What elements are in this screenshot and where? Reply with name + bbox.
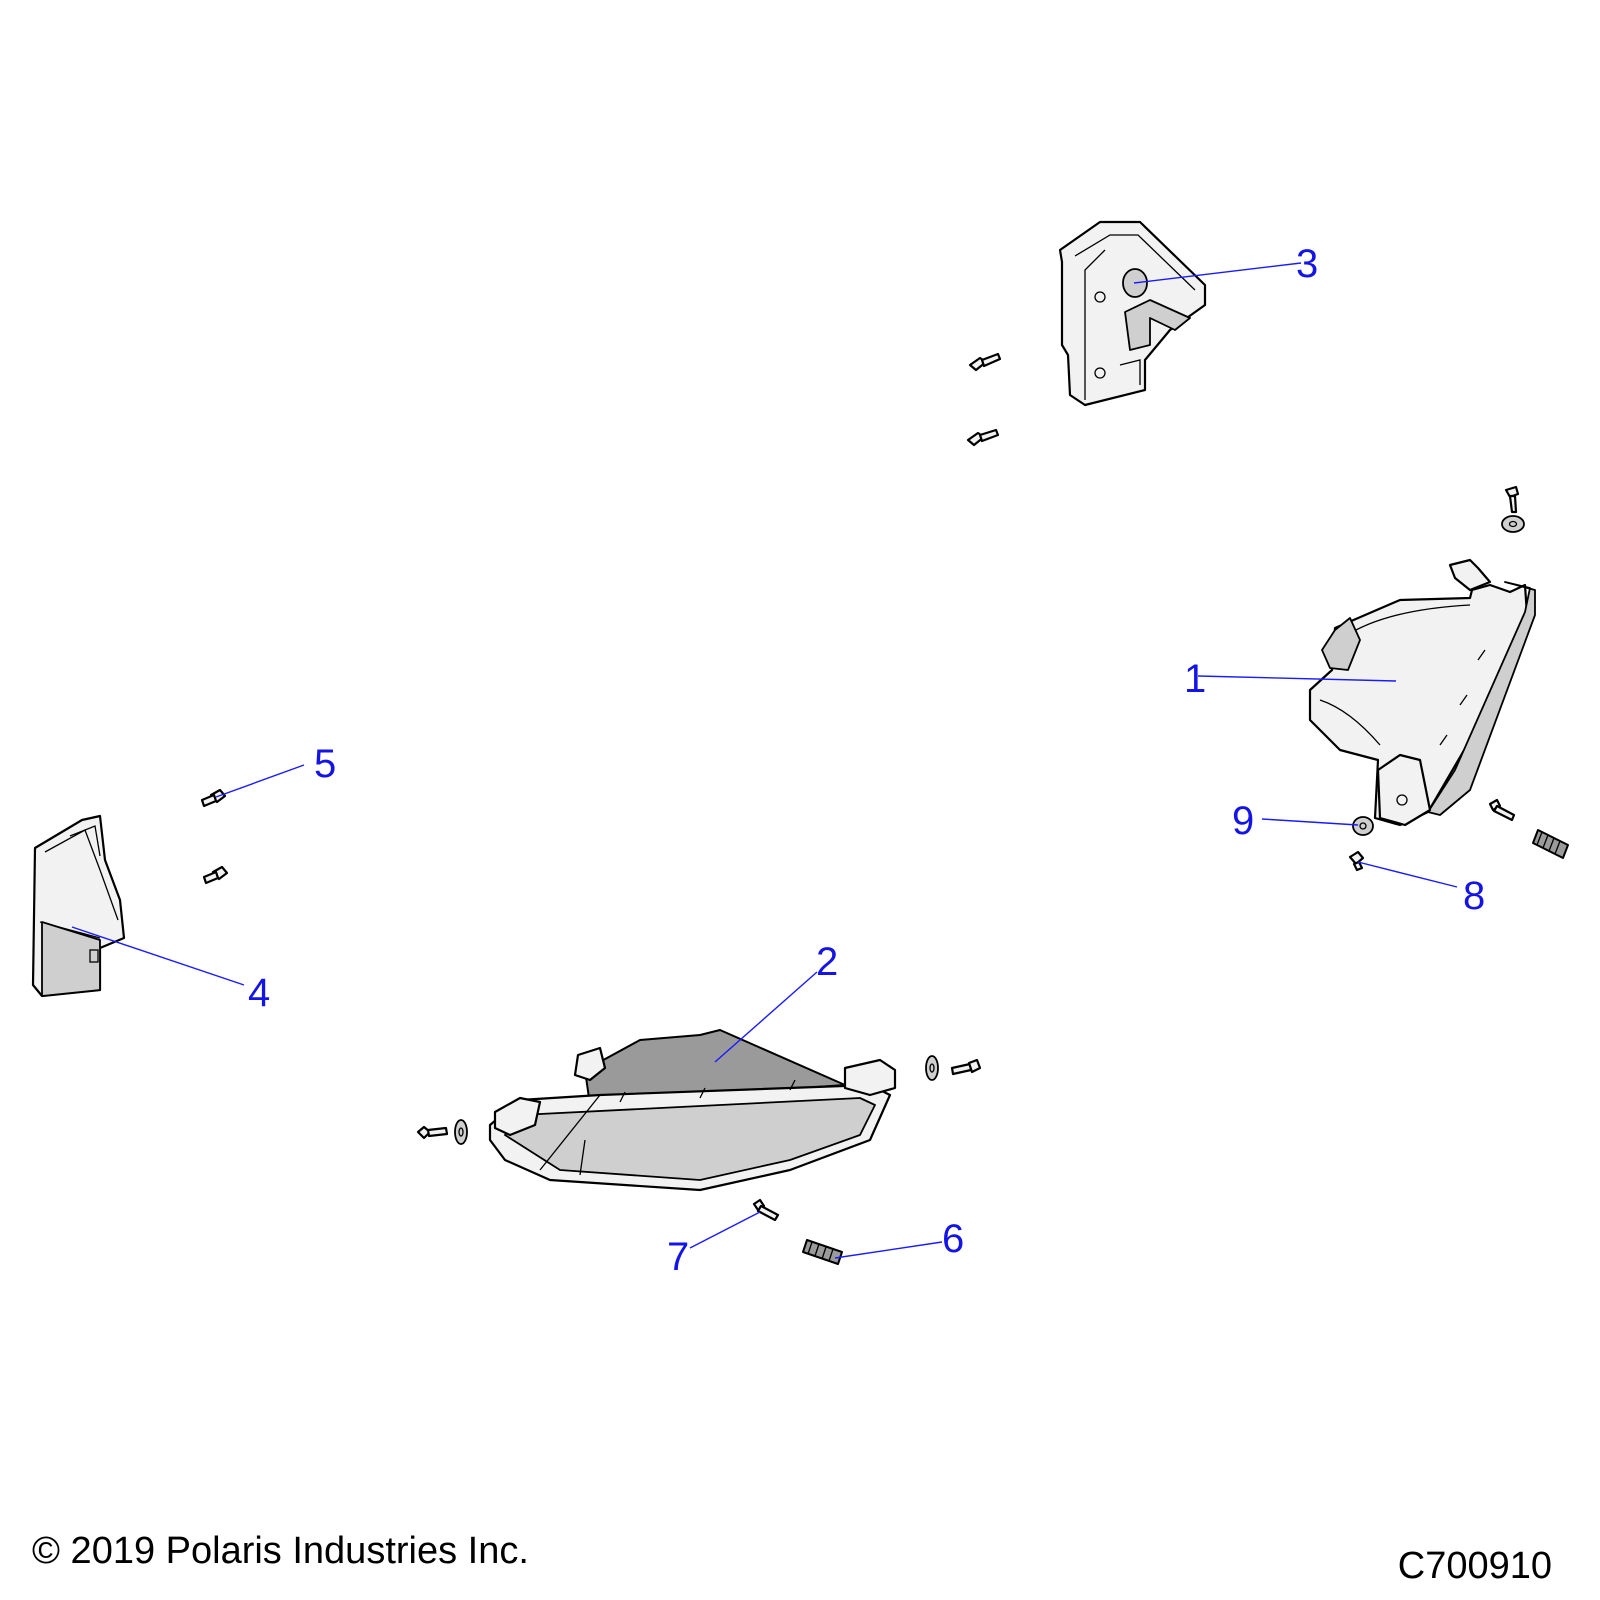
- housing-bracket-left: [31, 814, 126, 998]
- drawing-number: C700910: [1397, 1545, 1552, 1587]
- leader-8: [1357, 861, 1458, 888]
- adjuster-screw: [752, 1198, 780, 1222]
- headlight-assembly-center: [488, 1029, 897, 1192]
- washer-center-right: [925, 1055, 939, 1081]
- callout-3: 3: [1296, 242, 1318, 286]
- screw-center-right: [950, 1058, 982, 1076]
- washer-right-top: [1501, 515, 1525, 533]
- washer-center-left: [454, 1119, 468, 1145]
- screw-top-1: [968, 352, 1002, 372]
- screw-small: [1348, 850, 1365, 872]
- leader-4: [71, 926, 245, 986]
- screw-top-2: [966, 428, 1000, 447]
- leader-2: [714, 971, 818, 1063]
- leader-3: [1133, 262, 1302, 284]
- leader-lines: [71, 262, 1458, 1259]
- callout-5: 5: [314, 742, 336, 786]
- callout-numbers: 1 2 3 4 5 6 7 8 9: [248, 242, 1485, 1279]
- screw-right-top: [1504, 485, 1520, 514]
- leader-7: [689, 1211, 761, 1249]
- callout-8: 8: [1463, 874, 1485, 918]
- callout-2: 2: [816, 940, 838, 984]
- leader-6: [834, 1241, 943, 1259]
- adjuster-screw-right: [1488, 798, 1516, 822]
- callout-1: 1: [1184, 657, 1206, 701]
- headlight-assembly-right: [1308, 558, 1536, 827]
- callout-9: 9: [1232, 799, 1254, 843]
- spring-right: [1532, 829, 1569, 859]
- spring: [802, 1239, 843, 1265]
- copyright-text: © 2019 Polaris Industries Inc.: [32, 1530, 529, 1572]
- callout-4: 4: [248, 971, 270, 1015]
- leader-1: [1197, 675, 1397, 682]
- washer: [1352, 816, 1374, 836]
- leader-9: [1261, 818, 1359, 826]
- screw-left-2: [202, 865, 229, 885]
- callout-7: 7: [667, 1235, 689, 1279]
- screw: [200, 788, 227, 808]
- screw-center-left: [416, 1125, 449, 1140]
- callout-6: 6: [942, 1217, 964, 1261]
- housing-bracket-top: [1058, 220, 1207, 407]
- leader-5: [215, 764, 305, 798]
